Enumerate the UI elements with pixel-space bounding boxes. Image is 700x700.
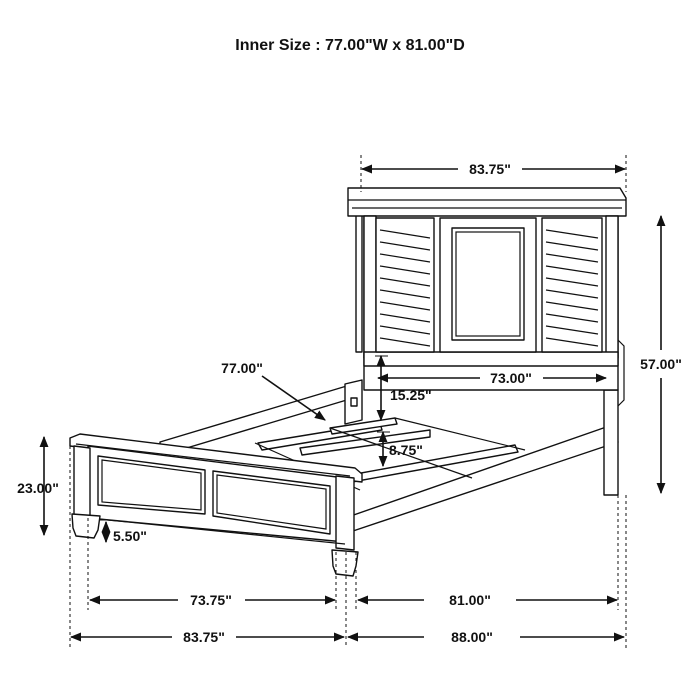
- headboard-height-label: 57.00": [640, 356, 682, 372]
- leg-height-label: 5.50": [113, 528, 147, 544]
- bed-slats: [254, 417, 526, 491]
- headboard-post-right: [605, 215, 619, 359]
- headboard-louver-right: [541, 217, 603, 353]
- headboard-center-panel: [439, 217, 537, 353]
- dimension-labels: 83.75" 57.00" 77.00" 73.00" 15.25" 8.75"…: [17, 161, 682, 645]
- headboard-inner-width-label: 73.00": [490, 370, 532, 386]
- bed-illustration: [69, 187, 627, 577]
- footboard: [69, 433, 363, 577]
- inner-width-label: 77.00": [221, 360, 263, 376]
- footboard-foot-right: [331, 549, 359, 577]
- footboard-foot-left: [71, 513, 101, 539]
- footboard-inner-width-label: 73.75": [190, 592, 232, 608]
- headboard-leg-right: [603, 389, 619, 496]
- headboard-crown: [347, 187, 627, 217]
- headboard-bottom-rail: [363, 351, 619, 367]
- slat-clearance-label: 8.75": [389, 442, 423, 458]
- inner-size-title: Inner Size : 77.00"W x 81.00"D: [235, 37, 465, 54]
- footboard-height-label: 23.00": [17, 480, 59, 496]
- footboard-width-label: 83.75": [183, 629, 225, 645]
- headboard-post: [363, 215, 377, 359]
- dimension-lines: [39, 155, 666, 648]
- inner-depth-label: 81.00": [449, 592, 491, 608]
- headboard-side-post: [355, 199, 363, 353]
- overall-depth-label: 88.00": [451, 629, 493, 645]
- panel-height-label: 15.25": [390, 387, 432, 403]
- headboard-louver-left: [375, 217, 435, 353]
- headboard-width-label: 83.75": [469, 161, 511, 177]
